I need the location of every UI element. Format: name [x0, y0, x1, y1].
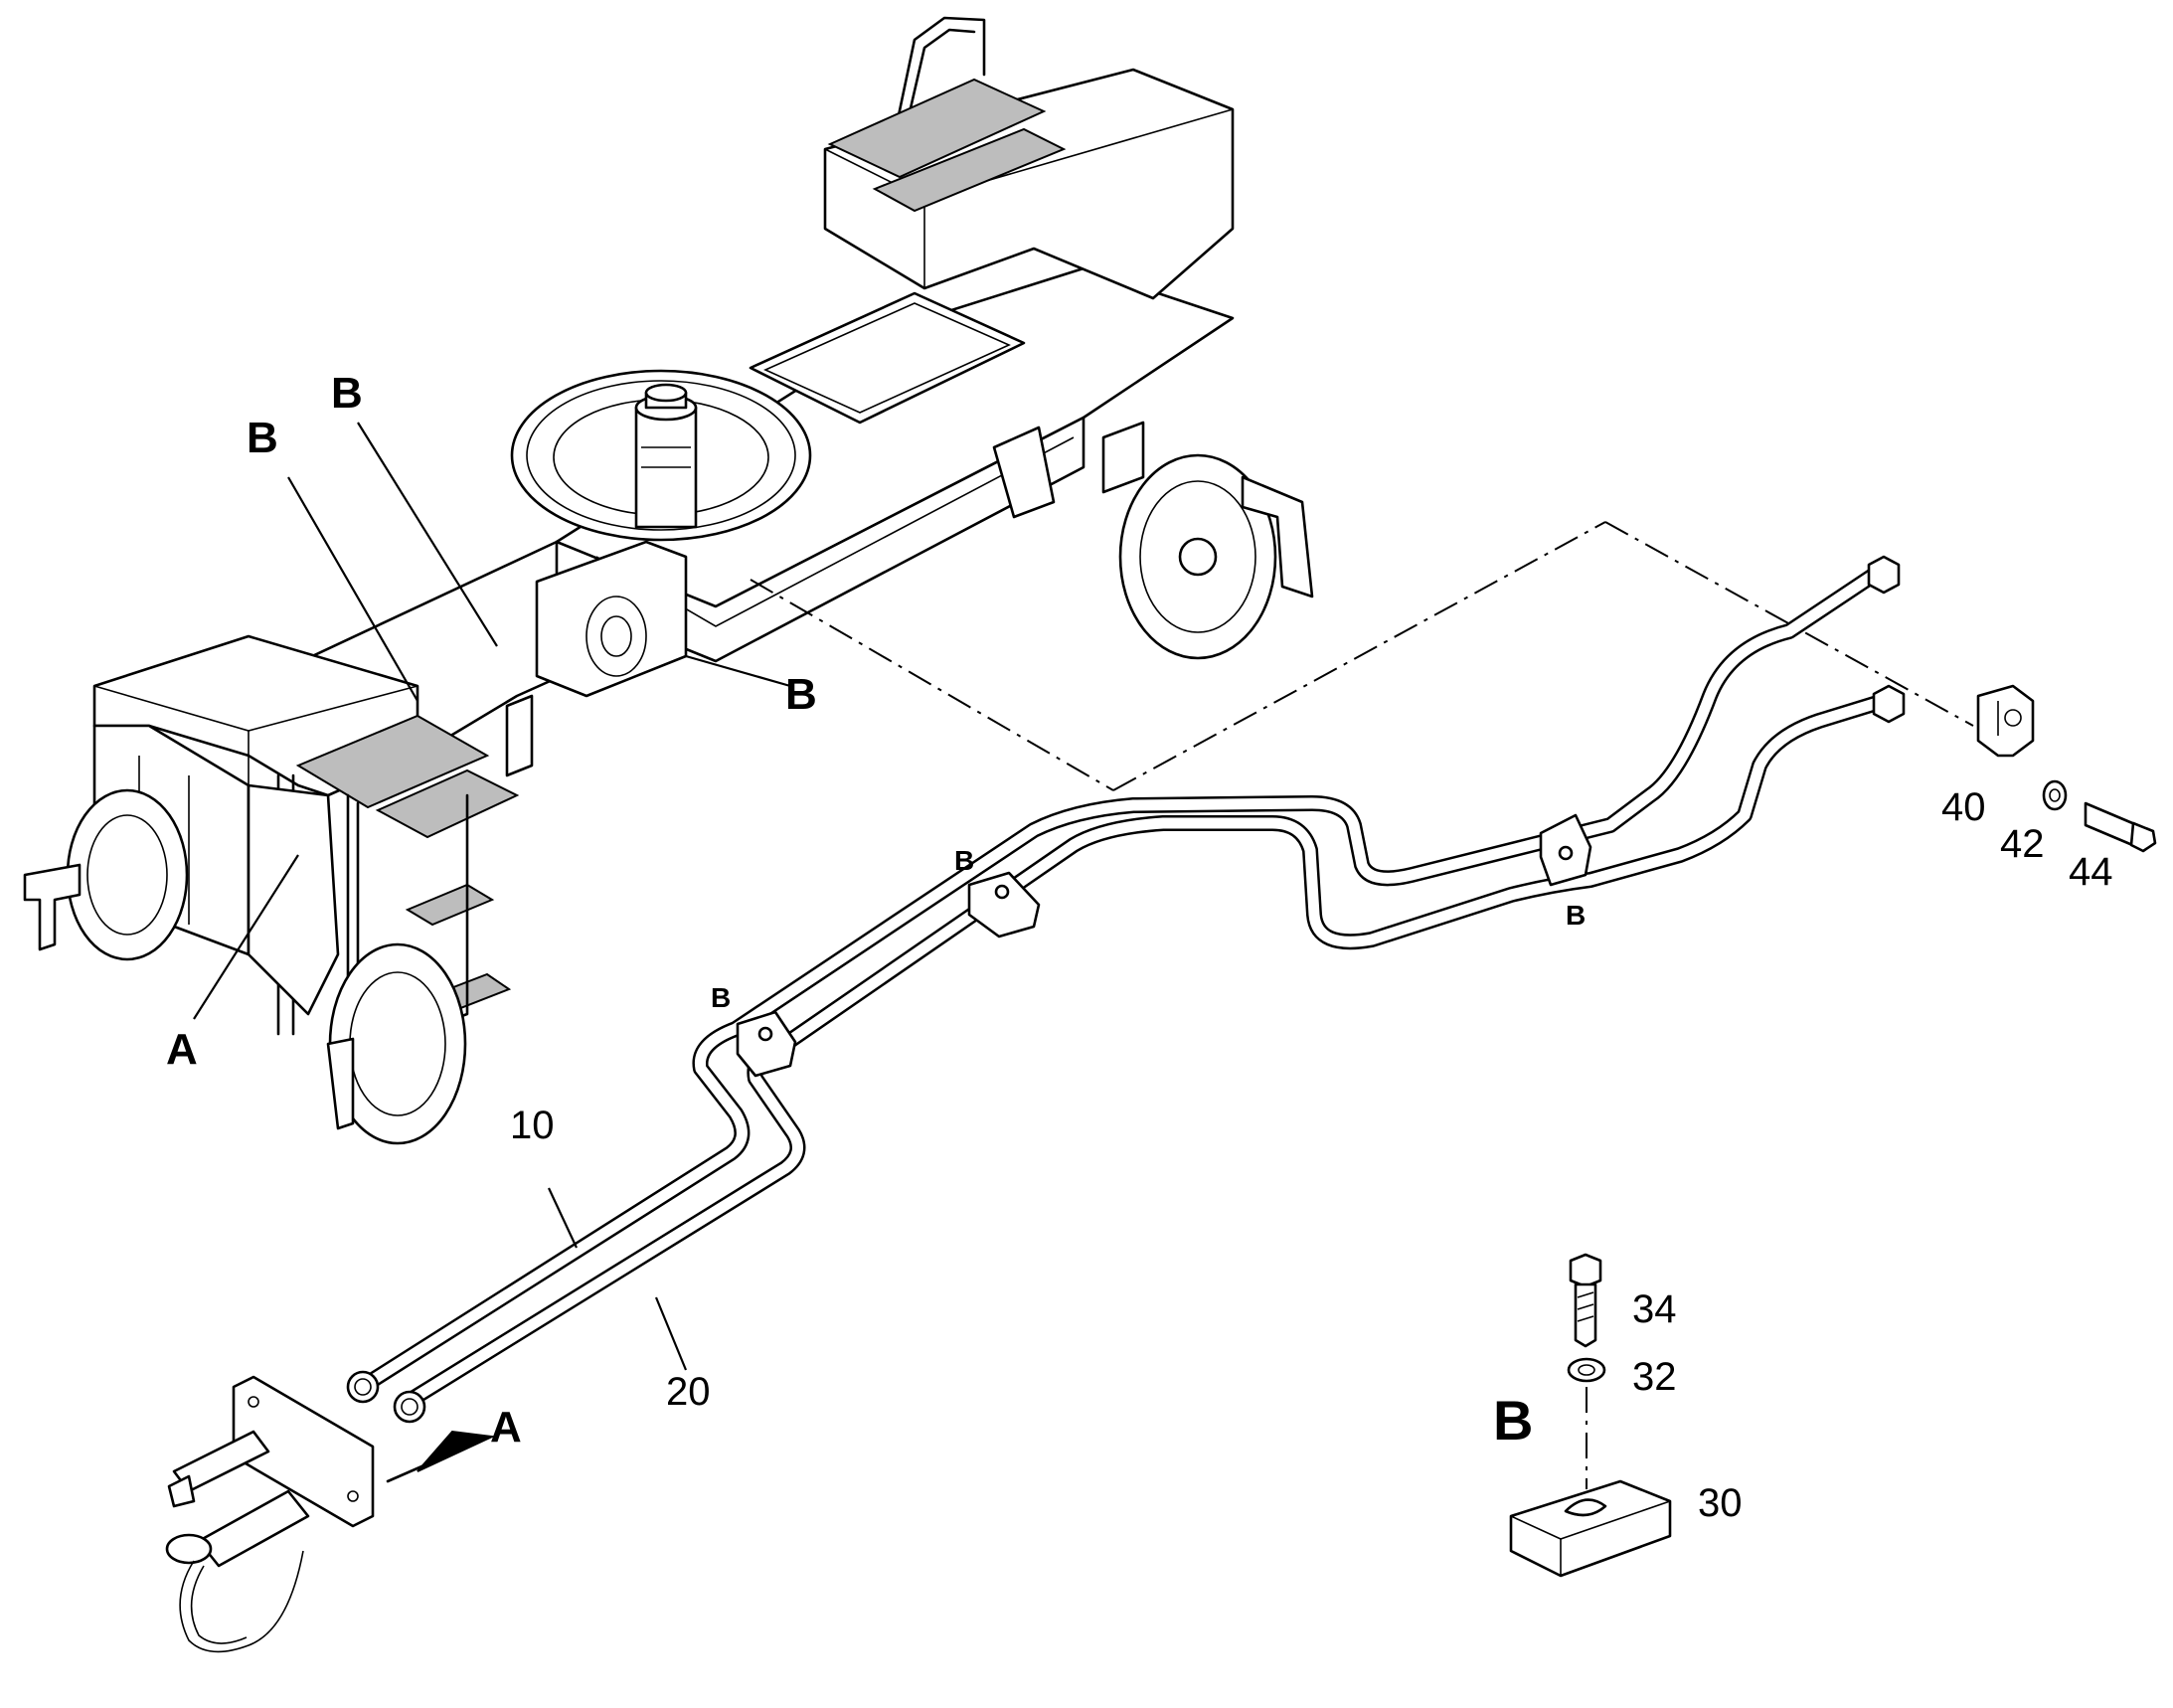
assembly-centerline — [750, 521, 1974, 791]
quick-coupling-block — [165, 1375, 496, 1653]
tube-end-nut — [393, 1390, 426, 1424]
callout-b-upper-left: B — [247, 414, 278, 462]
callout-b-clamp-2: B — [954, 845, 974, 876]
detail-b-title: B — [1493, 1389, 1533, 1452]
part-number-34: 34 — [1632, 1287, 1677, 1331]
callout-b-frame-right: B — [785, 670, 817, 719]
callout-b-clamp-3: B — [1566, 900, 1586, 931]
tube-clamp — [967, 871, 1041, 939]
chassis-frame — [23, 16, 1314, 1145]
bolt-44 — [2084, 801, 2157, 853]
callout-a-frame: A — [166, 1025, 198, 1074]
tube-10 — [362, 564, 1887, 1390]
part-number-42: 42 — [2000, 822, 2045, 866]
bolt-34 — [1569, 1253, 1602, 1348]
tube-end-nut — [1867, 555, 1901, 595]
washer-42 — [2042, 779, 2068, 811]
part-number-20: 20 — [666, 1370, 711, 1414]
tube-clamp — [1539, 813, 1592, 887]
callout-b-upper-mid: B — [331, 369, 363, 418]
callout-a-arrow: A — [490, 1403, 522, 1452]
tube-clamp — [736, 1010, 797, 1078]
leader-lines — [193, 422, 791, 1371]
clamp-30 — [1509, 1479, 1672, 1578]
tube-end-nut — [346, 1370, 380, 1404]
tube-end-nut — [1872, 684, 1906, 724]
part-number-10: 10 — [510, 1104, 555, 1147]
washer-32 — [1567, 1357, 1606, 1383]
callout-b-clamp-1: B — [711, 982, 731, 1013]
part-number-40: 40 — [1941, 785, 1986, 829]
part-number-30: 30 — [1698, 1481, 1743, 1525]
clamp-bracket-40 — [1976, 684, 2035, 758]
part-number-44: 44 — [2069, 850, 2113, 894]
part-number-32: 32 — [1632, 1355, 1677, 1399]
